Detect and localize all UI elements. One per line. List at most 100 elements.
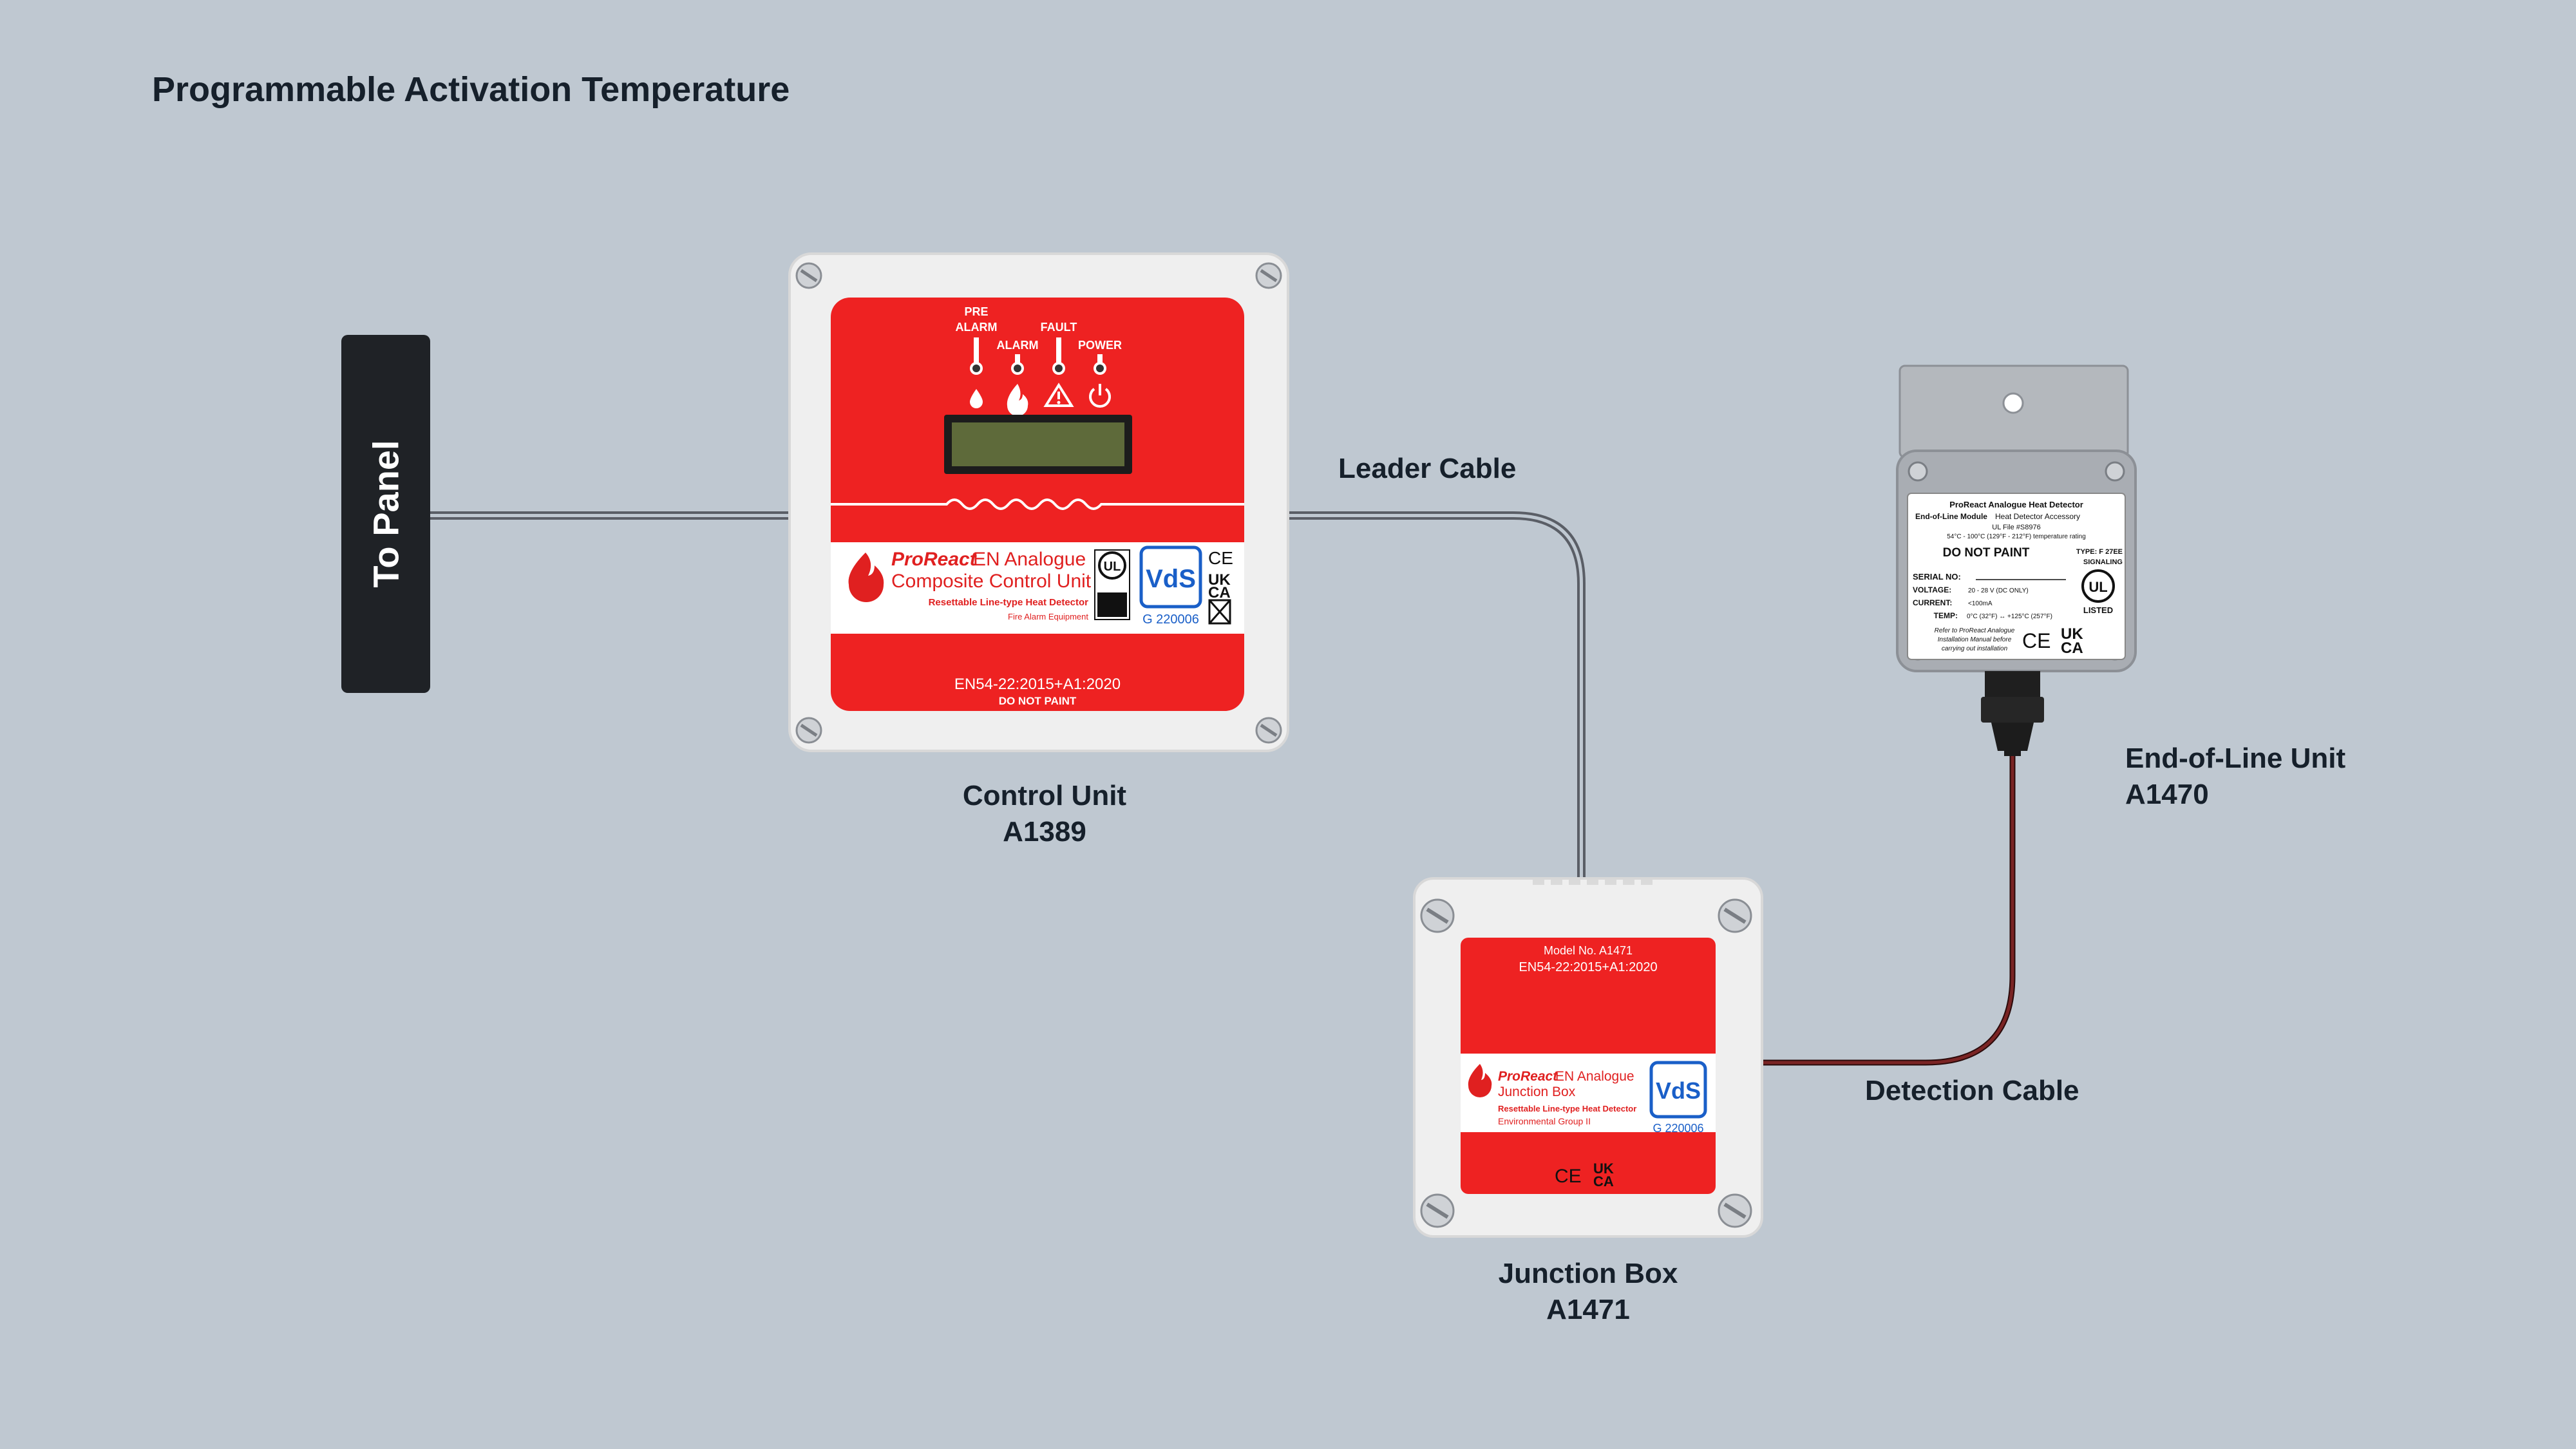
junction-box-standard: EN54-22:2015+A1:2020 [1519, 960, 1657, 974]
ce-mark-icon: CE [1208, 548, 1233, 568]
panel-cable [430, 511, 791, 520]
ukca-mark-icon: UK [2061, 625, 2083, 643]
do-not-paint-label: DO NOT PAINT [999, 695, 1077, 707]
control-unit-caption: Control Unit A1389 [929, 778, 1160, 850]
eol-note: Refer to ProReact Analogue [1935, 627, 2015, 634]
screw-icon [1420, 898, 1455, 933]
flame-logo-icon [1468, 1064, 1492, 1097]
eol-serial-label: SERIAL NO: [1913, 572, 1961, 582]
junction-box-caption: Junction Box A1471 [1472, 1256, 1704, 1328]
svg-text:VdS: VdS [1656, 1077, 1701, 1104]
junction-box-subtitle: Environmental Group II [1498, 1116, 1591, 1126]
eol-label-module: End-of-Line Module [1915, 512, 1987, 521]
control-unit: PRE ALARM ALARM FAULT POWER ProReact EN … [788, 252, 1289, 752]
eol-unit-model: A1470 [2125, 779, 2209, 810]
flame-icon [1007, 384, 1028, 416]
eol-note: Installation Manual before [1938, 636, 2012, 643]
eol-listed: LISTED [2083, 605, 2113, 615]
eol-ul-file: UL File #S8976 [1992, 524, 2040, 531]
ul-listed-icon: UL LISTED [2081, 569, 2115, 615]
pre-alarm-label: ALARM [956, 321, 998, 334]
vds-code: G 220006 [1653, 1122, 1703, 1135]
to-panel-block: To Panel [341, 335, 430, 693]
svg-text:UL: UL [2088, 579, 2107, 595]
ukca-mark-icon: CA [1208, 584, 1231, 601]
junction-box-model-caption: A1471 [1546, 1294, 1630, 1325]
eol-type: TYPE: F 27EE [2076, 548, 2123, 556]
product-line-2: Junction Box [1498, 1084, 1576, 1099]
alarm-label: ALARM [997, 339, 1039, 352]
leader-cable-label: Leader Cable [1338, 453, 1517, 484]
droplet-icon [970, 389, 983, 408]
eol-temperature-rating: 54°C - 100°C (129°F - 212°F) temperature… [1947, 533, 2086, 540]
screw-icon [2105, 461, 2125, 482]
screw-icon [1420, 1193, 1455, 1228]
product-line-2: Composite Control Unit [891, 571, 1092, 592]
detection-cable-label: Detection Cable [1865, 1075, 2079, 1106]
power-led [1094, 354, 1106, 375]
screw-icon [1908, 461, 1928, 482]
eol-voltage-label: VOLTAGE: [1913, 585, 1951, 594]
vds-badge-icon: VdS G 220006 [1139, 545, 1202, 627]
control-unit-subtitle: Fire Alarm Equipment [1008, 612, 1088, 621]
weee-bin-icon [1208, 599, 1231, 625]
eol-label-title: ProReact Analogue Heat Detector [1949, 500, 2083, 509]
ce-mark-icon: CE [2022, 629, 2050, 652]
page-title: Programmable Activation Temperature [152, 70, 790, 109]
warning-triangle-icon [1043, 383, 1074, 407]
eol-rating-label [1907, 493, 2126, 660]
power-icon [1089, 384, 1111, 408]
control-unit-subtitle: Resettable Line-type Heat Detector [929, 597, 1089, 608]
end-of-line-unit: ProReact Analogue Heat Detector End-of-L… [1896, 365, 2137, 756]
ce-mark-icon: CE [1555, 1166, 1582, 1187]
eol-signaling: SIGNALING [2083, 558, 2123, 566]
screw-icon [795, 717, 822, 744]
control-unit-standard: EN54-22:2015+A1:2020 [954, 676, 1121, 693]
fault-led [1052, 337, 1065, 375]
eol-unit-caption: End-of-Line Unit A1470 [2125, 741, 2345, 813]
screw-icon [1255, 262, 1282, 289]
pre-alarm-label: PRE [964, 305, 988, 318]
junction-box-subtitle: Resettable Line-type Heat Detector [1498, 1104, 1636, 1113]
junction-box: Model No. A1471 EN54-22:2015+A1:2020 Pro… [1413, 877, 1763, 1238]
screw-icon [1255, 717, 1282, 744]
svg-text:VdS: VdS [1146, 565, 1196, 593]
vds-code: G 220006 [1142, 612, 1199, 627]
pre-alarm-led [970, 337, 983, 375]
eol-current-label: CURRENT: [1913, 598, 1952, 607]
control-unit-name: Control Unit [962, 780, 1127, 811]
ukca-mark-icon: CA [2061, 639, 2083, 657]
eol-label-accessory: Heat Detector Accessory [1995, 512, 2080, 521]
eol-note: carrying out installation [1942, 645, 2008, 652]
detection-cable [1762, 747, 2016, 1066]
vds-badge-icon: VdS G 220006 [1649, 1061, 1707, 1135]
alarm-led [1011, 354, 1024, 375]
eol-unit-name: End-of-Line Unit [2125, 743, 2346, 774]
eol-voltage-value: 20 - 28 V (DC ONLY) [1968, 587, 2029, 594]
eol-do-not-paint: DO NOT PAINT [1943, 546, 2030, 560]
control-unit-model: A1389 [1003, 816, 1086, 848]
brand-name: ProReact [1498, 1069, 1558, 1084]
junction-box-name: Junction Box [1498, 1258, 1678, 1289]
screw-icon [795, 262, 822, 289]
power-label: POWER [1078, 339, 1122, 352]
eol-temp-value: 0°C (32°F) ↔ +125°C (257°F) [1967, 613, 2052, 620]
cable-gland [1981, 671, 2044, 756]
fault-label: FAULT [1041, 321, 1077, 334]
svg-text:UL: UL [1104, 560, 1121, 574]
screw-icon [1718, 1193, 1752, 1228]
ukca-mark-icon: CA [1593, 1173, 1614, 1189]
flame-logo-icon [848, 553, 884, 602]
ukca-mark-icon: UK [1593, 1160, 1614, 1177]
eol-temp-label: TEMP: [1934, 611, 1958, 620]
ul-certified-icon: UL [1094, 549, 1130, 620]
product-line-1: EN Analogue [973, 549, 1086, 570]
eol-current-value: <100mA [1968, 600, 1993, 607]
screw-icon [1718, 898, 1752, 933]
ukca-mark-icon: UK [1208, 571, 1231, 589]
brand-name: ProReact [891, 549, 978, 570]
leader-cable [1287, 511, 1586, 881]
product-line-1: EN Analogue [1555, 1069, 1634, 1084]
